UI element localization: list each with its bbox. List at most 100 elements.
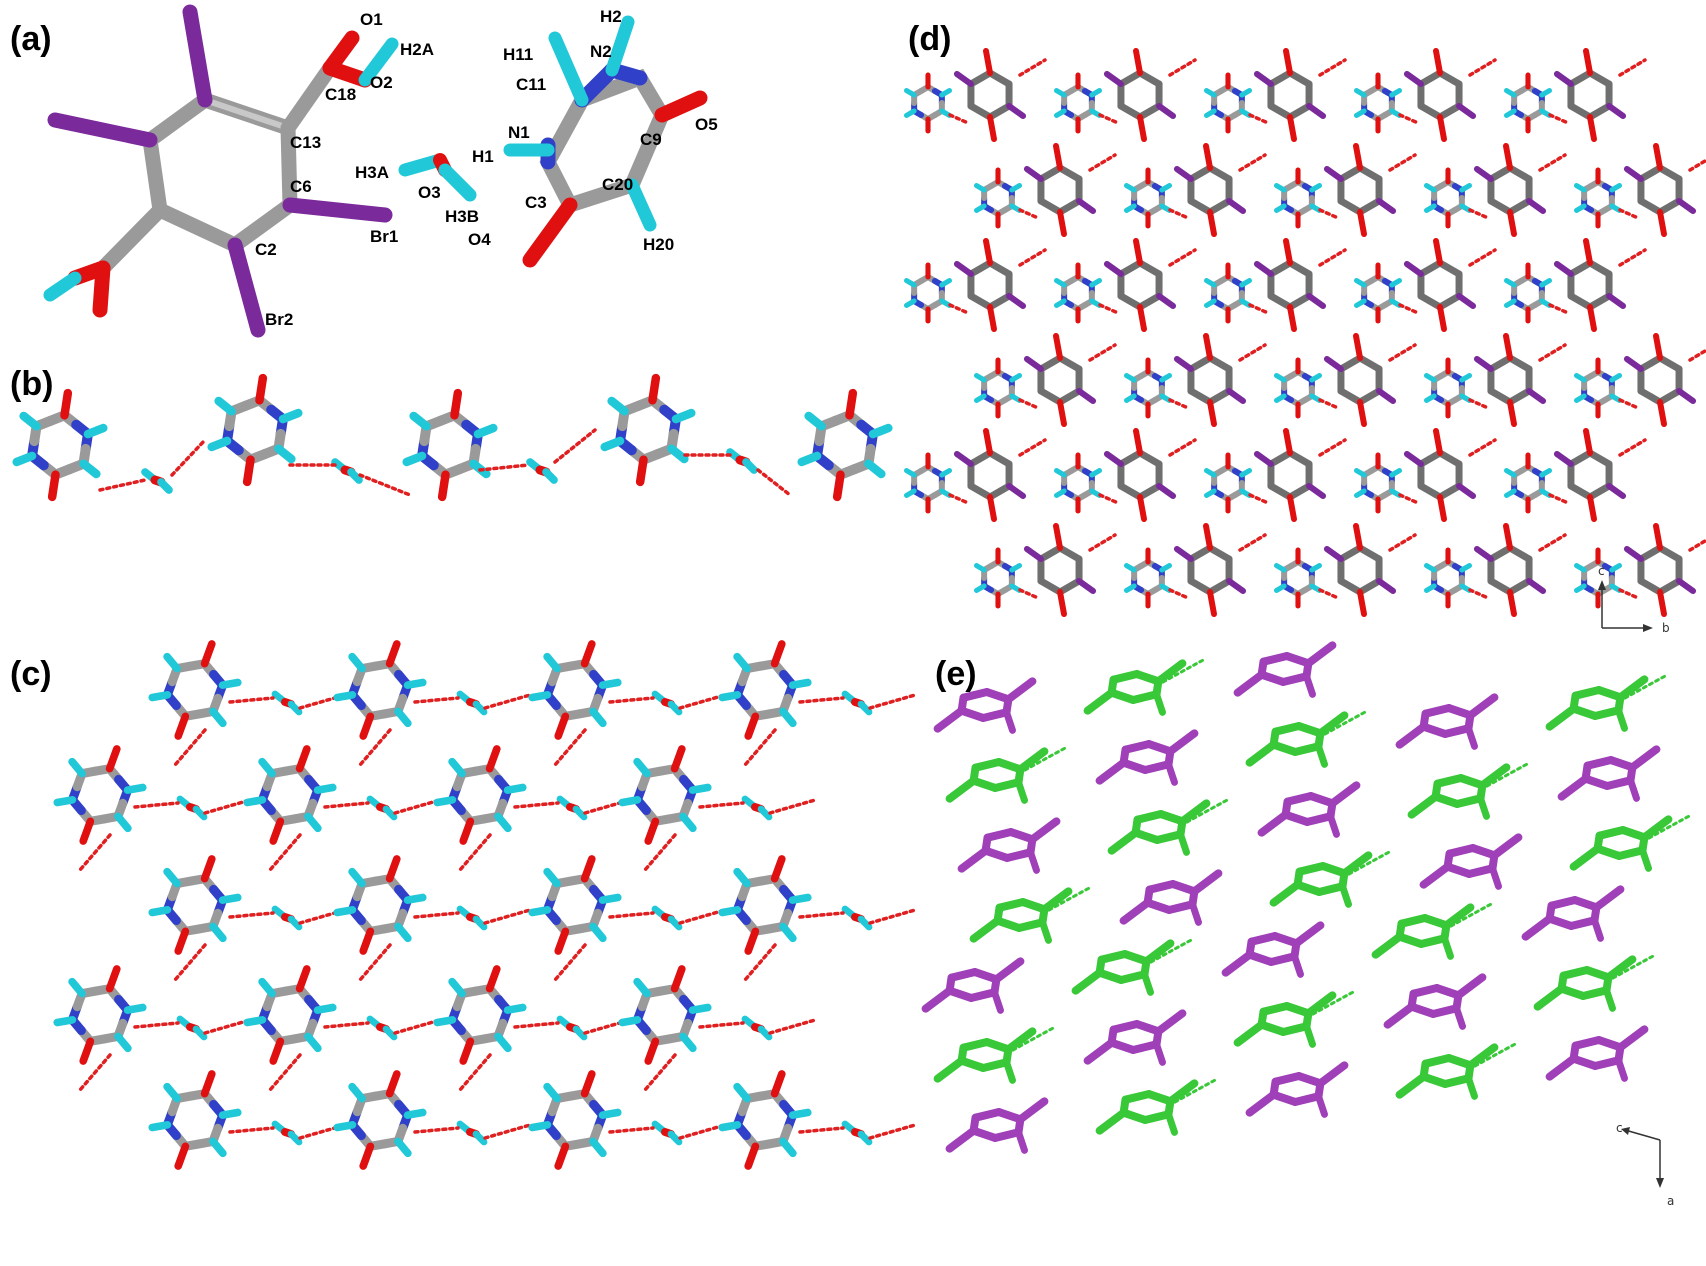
pyrazinone-molecule <box>528 855 622 955</box>
acid-layer-molecule <box>1221 921 1325 978</box>
ring-bond <box>1291 1092 1323 1106</box>
pyrazinone-molecule <box>903 72 953 134</box>
hydrogen-atom <box>494 812 512 833</box>
hydrogen-atom <box>79 459 101 479</box>
substituent-bond <box>1602 986 1616 1012</box>
dibromoterephthalic-acid-molecule <box>1553 428 1627 522</box>
hydrogen-bond <box>798 1126 845 1134</box>
substituent-bond <box>1016 1097 1049 1124</box>
hydrogen-bond <box>1311 989 1357 1016</box>
substituent-bond <box>1164 760 1178 786</box>
carbonyl-oxygen <box>174 1142 190 1170</box>
hydrogen-atom <box>679 812 697 833</box>
ring-bond <box>1129 690 1161 704</box>
ring-bond <box>1315 882 1347 896</box>
ring-bond <box>1583 756 1615 770</box>
hydrogen-atom <box>903 488 917 498</box>
substituent-bond <box>990 988 1004 1014</box>
ring-bond <box>1506 544 1533 563</box>
hydrogen-bond <box>228 1126 275 1134</box>
hydrogen-atom <box>1053 108 1067 118</box>
hydrogen-bond <box>1248 493 1270 505</box>
hydrogen-bond <box>323 1021 370 1029</box>
ring-bond <box>986 102 1013 121</box>
hydrogen-atom <box>333 691 357 702</box>
hydrogen-atom <box>600 436 625 452</box>
hydrogen-atom <box>589 922 607 943</box>
ring-bond <box>1109 670 1141 684</box>
hydrogen-atom <box>572 805 588 821</box>
pyrazinone-molecule <box>243 745 337 845</box>
hydrogen-atom <box>598 678 622 689</box>
substituent-bond <box>1083 688 1116 715</box>
pyrazinone-molecule <box>12 388 108 502</box>
substituent-bond <box>1269 880 1302 907</box>
ring-bond <box>1441 724 1473 738</box>
hydrogen-atom <box>433 1016 457 1027</box>
hydrogen-atom <box>114 812 132 833</box>
bromine-atom <box>953 451 974 467</box>
ring-bond <box>1506 197 1533 216</box>
ring-bond <box>1417 69 1444 88</box>
substituent-bond <box>1383 1002 1416 1029</box>
ring-bond <box>1129 1040 1161 1054</box>
bromine-atom <box>1253 71 1274 87</box>
hydrogen-bond <box>1347 849 1393 876</box>
hydrogen-atom <box>163 867 181 888</box>
water-molecule <box>841 1120 873 1146</box>
ring-bond <box>1656 164 1683 183</box>
carboxyl-oxygen <box>1133 48 1143 76</box>
ring-bond <box>1417 292 1444 311</box>
hydrogen-bond <box>1398 303 1420 315</box>
ring-bond <box>1283 792 1315 806</box>
hydrogen-bond <box>678 908 727 925</box>
ring-bond <box>1286 69 1313 88</box>
carbonyl-oxygen <box>485 745 501 773</box>
substituent-bond <box>1154 659 1187 686</box>
water-molecule <box>271 905 303 931</box>
ring-bond <box>1421 1054 1453 1068</box>
pyrazinone-molecule <box>53 745 147 845</box>
hydrogen-atom <box>192 1025 208 1041</box>
carboxyl-oxygen <box>987 304 997 332</box>
hydrogen-bond <box>458 833 492 872</box>
hydrogen-bond <box>1018 438 1047 457</box>
ring-bond <box>1656 387 1683 406</box>
hydrogen-bond <box>1623 673 1669 700</box>
substituent-bond <box>1292 921 1325 948</box>
substituent-bond <box>1221 950 1254 977</box>
pyrazinone-layer-molecule <box>1107 799 1211 856</box>
hydrogen-bond <box>1538 533 1567 552</box>
hydrogen-bond <box>1185 797 1231 824</box>
pyrazinone-layer-molecule <box>1083 659 1187 716</box>
ring-bond <box>959 688 991 702</box>
carbonyl-oxygen <box>60 388 73 420</box>
hydrogen-atom <box>1203 278 1217 288</box>
hydrogen-atom <box>939 108 953 118</box>
substituent-bond <box>1338 882 1352 908</box>
ring-bond <box>1295 862 1327 876</box>
ring-bond <box>1356 387 1383 406</box>
hydrogen-bond <box>798 911 845 919</box>
water-molecule <box>556 795 588 821</box>
dibromoterephthalic-acid-molecule <box>953 428 1027 522</box>
hydrogen-bond <box>1618 58 1647 77</box>
carboxyl-oxygen <box>983 48 993 76</box>
pyrazinone-molecule <box>718 640 812 740</box>
hydrogen-bond <box>78 833 112 872</box>
substituent-bond <box>1040 887 1073 914</box>
substituent-bond <box>1166 729 1199 756</box>
ring-bond <box>1487 197 1514 216</box>
carbonyl-oxygen <box>670 745 686 773</box>
pyrazinone-layer-molecule <box>1095 1079 1199 1136</box>
water-molecule <box>741 1015 773 1041</box>
ring-bond <box>1133 810 1165 824</box>
substituent-bond <box>1176 830 1190 856</box>
hydrogen-bond <box>170 438 207 477</box>
hydrogen-atom <box>1309 583 1323 593</box>
substituent-bond <box>1095 758 1128 785</box>
substituent-bond <box>1326 812 1340 838</box>
hydrogen-atom <box>779 707 797 728</box>
bromine-atom <box>1553 71 1574 87</box>
hydrogen-atom <box>1539 88 1553 98</box>
